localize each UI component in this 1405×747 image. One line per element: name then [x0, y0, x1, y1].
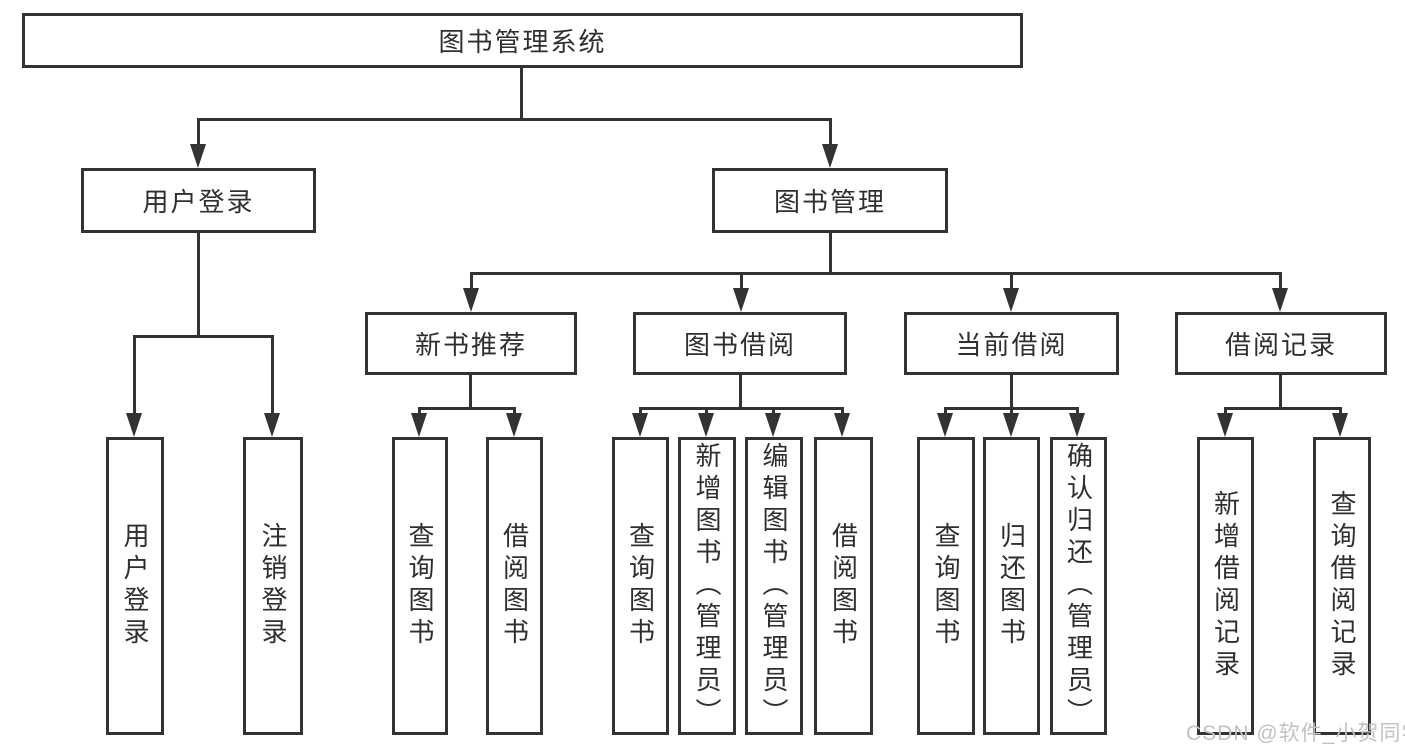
connector-drop	[513, 407, 516, 417]
leaf-borrow-books-1: 借阅图书	[486, 437, 543, 735]
node-label: 用户登录	[120, 522, 150, 650]
connector-drop	[1010, 407, 1013, 417]
arrow-down-icon	[1003, 413, 1019, 437]
node-book-borrowing: 图书借阅	[633, 312, 847, 375]
connector-bookmgmt-stem	[829, 233, 832, 272]
arrow-down-icon	[937, 413, 953, 437]
connector-drop	[1339, 407, 1342, 417]
connector-drop	[705, 407, 708, 417]
connector-drop	[133, 335, 136, 417]
connector-newbook-spreader	[418, 407, 516, 410]
connector-root-stem	[520, 67, 523, 118]
arrow-down-icon	[632, 413, 648, 437]
connector-drop-user-login	[197, 118, 200, 148]
node-label: 图书借阅	[683, 330, 796, 360]
arrow-down-icon	[506, 413, 522, 437]
node-current-borrowing: 当前借阅	[904, 312, 1119, 375]
connector-bookborrow-stem	[739, 375, 742, 407]
connector-newbook-stem	[469, 375, 472, 407]
connector-drop	[772, 407, 775, 417]
connector-drop	[418, 407, 421, 417]
connector-borrowrecord-stem	[1279, 375, 1282, 407]
connector-drop	[740, 272, 743, 290]
node-label: 查询图书	[931, 522, 961, 650]
leaf-query-books-2: 查询图书	[612, 437, 669, 735]
arrow-down-icon	[1003, 288, 1019, 312]
leaf-query-books-1: 查询图书	[392, 437, 448, 735]
node-label: 归还图书	[996, 522, 1027, 650]
arrow-down-icon	[190, 144, 206, 168]
connector-drop	[841, 407, 844, 417]
node-label: 当前借阅	[955, 330, 1068, 360]
leaf-query-borrow-record: 查询借阅记录	[1313, 437, 1371, 735]
node-label: 查询图书	[625, 522, 656, 650]
node-label: 借阅图书	[828, 522, 859, 650]
leaf-edit-books-admin: 编辑图书（管理员）	[745, 437, 803, 735]
node-label: 用户登录	[142, 187, 255, 217]
connector-drop	[1010, 272, 1013, 290]
arrow-down-icon	[765, 413, 781, 437]
arrow-down-icon	[1272, 288, 1288, 312]
leaf-add-borrow-record: 新增借阅记录	[1197, 437, 1254, 735]
arrow-down-icon	[1332, 413, 1348, 437]
node-label: 新增图书（管理员）	[692, 442, 722, 730]
connector-bookmgmt-spreader	[470, 272, 1282, 275]
node-label: 新增借阅记录	[1210, 490, 1241, 682]
node-new-book-recommend: 新书推荐	[365, 312, 577, 375]
connector-bookborrow-spreader	[639, 407, 844, 410]
connector-drop	[470, 272, 473, 290]
arrow-down-icon	[463, 288, 479, 312]
connector-drop	[944, 407, 947, 417]
node-label: 编辑图书（管理员）	[759, 442, 789, 730]
arrow-down-icon	[733, 288, 749, 312]
node-book-management: 图书管理	[712, 168, 948, 233]
connector-drop	[639, 407, 642, 417]
node-label: 图书管理	[773, 187, 886, 217]
arrow-down-icon	[264, 413, 280, 437]
node-label: 查询借阅记录	[1327, 490, 1357, 682]
node-label: 注销登录	[258, 522, 288, 650]
node-label: 借阅图书	[499, 522, 530, 650]
arrow-down-icon	[411, 413, 427, 437]
node-label: 确认归还（管理员）	[1063, 442, 1094, 730]
connector-drop	[1076, 407, 1079, 417]
csdn-watermark: CSDN @软件_小贺同学	[1186, 722, 1405, 745]
node-label: 查询图书	[405, 522, 435, 650]
arrow-down-icon	[1069, 413, 1085, 437]
connector-borrowrecord-spreader	[1224, 407, 1342, 410]
connector-drop	[271, 335, 274, 417]
node-root-library-system: 图书管理系统	[22, 13, 1023, 68]
node-label: 图书管理系统	[438, 27, 607, 57]
node-label: 新书推荐	[414, 330, 527, 360]
connector-currentborrow-stem	[1010, 375, 1013, 407]
arrow-down-icon	[834, 413, 850, 437]
leaf-logout: 注销登录	[243, 437, 303, 735]
node-borrowing-records: 借阅记录	[1175, 312, 1387, 375]
leaf-query-books-3: 查询图书	[917, 437, 975, 735]
connector-userlogin-stem	[197, 233, 200, 335]
arrow-down-icon	[126, 413, 142, 437]
leaf-add-books-admin: 新增图书（管理员）	[678, 437, 736, 735]
leaf-borrow-books-2: 借阅图书	[814, 437, 873, 735]
connector-root-spreader	[197, 118, 832, 121]
connector-userlogin-spreader	[133, 335, 274, 338]
node-label: 借阅记录	[1224, 330, 1337, 360]
arrow-down-icon	[698, 413, 714, 437]
leaf-confirm-return-admin: 确认归还（管理员）	[1050, 437, 1107, 735]
arrow-down-icon	[1217, 413, 1233, 437]
leaf-return-books: 归还图书	[983, 437, 1040, 735]
connector-drop-book-mgmt	[829, 118, 832, 148]
node-user-login: 用户登录	[81, 168, 316, 233]
connector-drop	[1224, 407, 1227, 417]
arrow-down-icon	[822, 144, 838, 168]
leaf-user-login: 用户登录	[106, 437, 164, 735]
connector-drop	[1279, 272, 1282, 290]
